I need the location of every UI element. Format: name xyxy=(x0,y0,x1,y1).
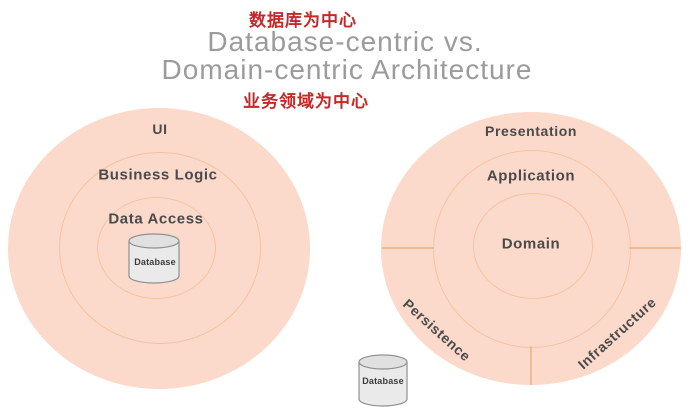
layer-label-application: Application xyxy=(486,167,576,185)
database-cylinder-icon xyxy=(128,233,180,284)
database-cylinder-icon xyxy=(358,354,408,407)
database-cylinder-label: Database xyxy=(362,376,404,386)
annotation-database-centric-cn: 数据库为中心 xyxy=(249,11,357,30)
database-cylinder-label: Database xyxy=(134,257,176,267)
sector-divider-right xyxy=(629,247,681,249)
right-middle-ring xyxy=(433,150,631,348)
left-inner-ring xyxy=(97,197,216,299)
layer-label-data-access: Data Access xyxy=(108,210,204,228)
layer-label-presentation: Presentation xyxy=(485,123,577,139)
layer-label-ui: UI xyxy=(152,121,168,137)
sector-divider-bottom xyxy=(530,346,532,385)
right-inner-ring xyxy=(473,193,593,299)
page-title-line2: Domain-centric Architecture xyxy=(161,54,533,85)
page-title-line1: Database-centric vs. xyxy=(207,26,483,57)
left-middle-ring xyxy=(59,152,261,344)
layer-label-domain: Domain xyxy=(501,235,561,253)
layer-label-business-logic: Business Logic xyxy=(98,166,218,184)
sector-divider-left xyxy=(382,247,434,249)
annotation-domain-centric-cn: 业务领域为中心 xyxy=(243,92,369,111)
